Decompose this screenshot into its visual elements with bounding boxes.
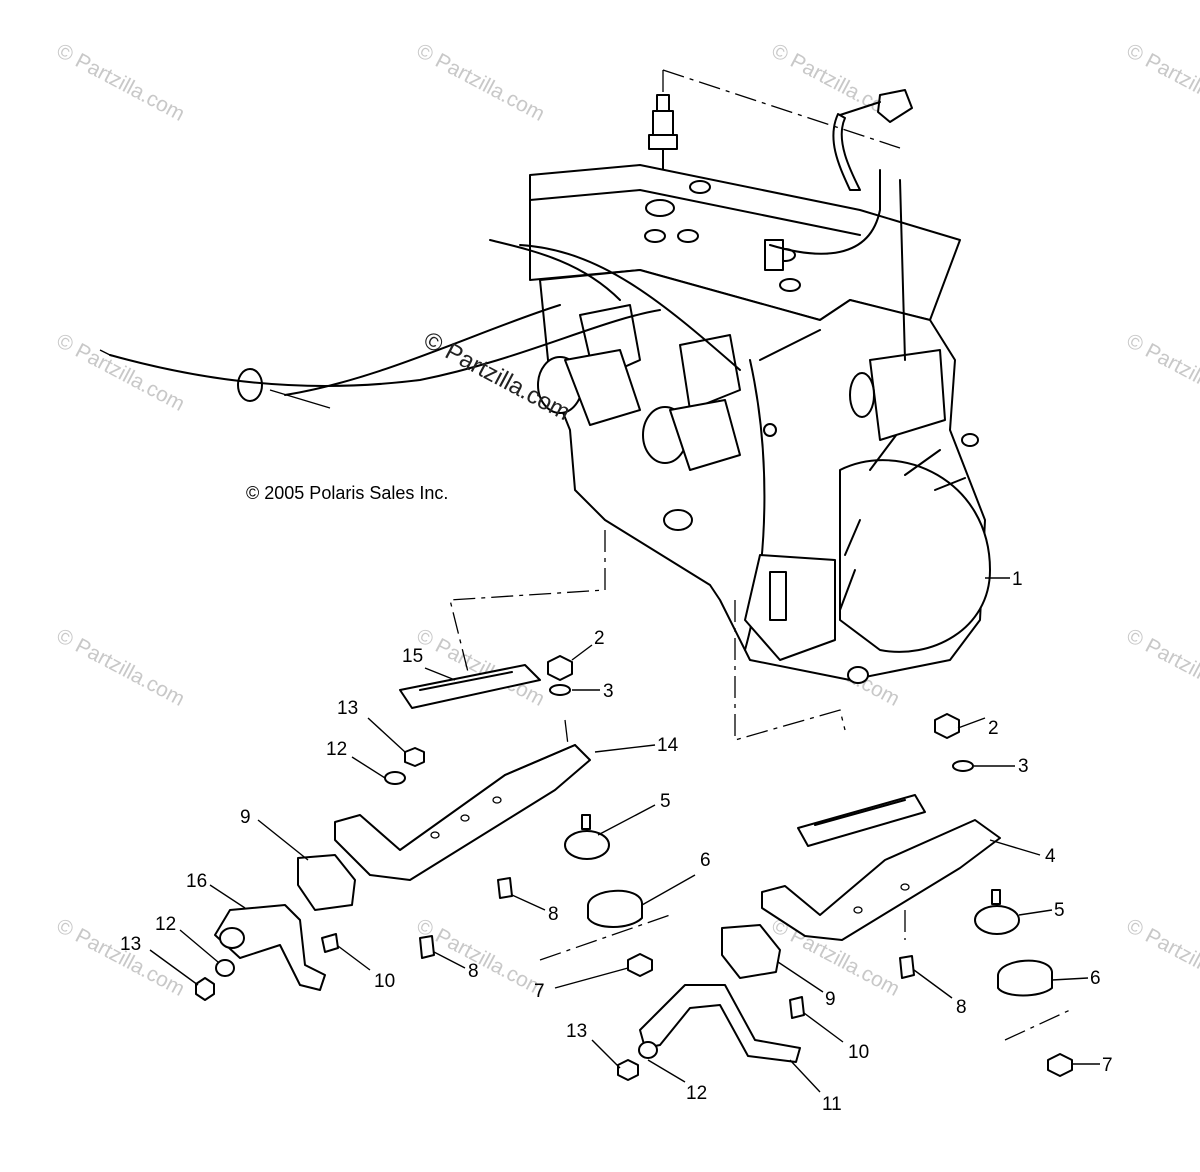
watermark-text: © Partzilla.com	[413, 39, 549, 126]
callout-7: 7	[534, 981, 545, 1002]
callout-10: 10	[848, 1042, 869, 1063]
watermark-text: © Partzilla.com	[1123, 329, 1200, 416]
callout-8: 8	[548, 904, 559, 925]
callout-3: 3	[1018, 756, 1029, 777]
callout-8: 8	[468, 961, 479, 982]
callout-11: 11	[822, 1094, 842, 1115]
callout-2: 2	[594, 628, 605, 649]
callout-8: 8	[956, 997, 967, 1018]
callout-12: 12	[686, 1083, 707, 1104]
callout-15: 15	[402, 646, 423, 667]
left-mount-hardware	[195, 655, 653, 1001]
callout-5: 5	[1054, 900, 1065, 921]
watermark-text: © Partzilla.com	[1123, 39, 1200, 126]
callout-13: 13	[566, 1021, 587, 1042]
copyright-notice: © 2005 Polaris Sales Inc.	[246, 483, 448, 503]
callout-13: 13	[337, 698, 358, 719]
callout-2: 2	[988, 718, 999, 739]
callout-10: 10	[374, 971, 395, 992]
callout-4: 4	[1045, 846, 1056, 867]
callout-12: 12	[155, 914, 176, 935]
callout-5: 5	[660, 791, 671, 812]
callout-9: 9	[825, 989, 836, 1010]
callout-1: 1	[1012, 569, 1023, 590]
callout-7: 7	[1102, 1055, 1113, 1076]
callout-6: 6	[1090, 968, 1101, 989]
watermark-text: © Partzilla.com	[1123, 624, 1200, 711]
callout-13: 13	[120, 934, 141, 955]
callout-14: 14	[657, 735, 679, 756]
watermark-text: © Partzilla.com	[53, 624, 189, 711]
engine-assembly-illustration	[99, 164, 991, 684]
callout-12: 12	[326, 739, 347, 760]
watermark-text: © Partzilla.com	[1123, 914, 1200, 1001]
right-mount-hardware	[617, 713, 1073, 1081]
watermark-text: © Partzilla.com	[53, 329, 189, 416]
callout-9: 9	[240, 807, 251, 828]
callout-3: 3	[603, 681, 614, 702]
callout-6: 6	[700, 850, 711, 871]
watermark-text: © Partzilla.com	[413, 914, 549, 1001]
watermark-text: © Partzilla.com	[53, 39, 189, 126]
callout-leader-lines	[149, 577, 1100, 1093]
callout-labels: 1 2 3 15 14 13 12 9 16 12 13 10 5 6 8 8 …	[120, 569, 1113, 1115]
spark-plug-illustration	[648, 69, 913, 191]
callout-16: 16	[186, 871, 207, 892]
alignment-lines	[449, 530, 1071, 1041]
